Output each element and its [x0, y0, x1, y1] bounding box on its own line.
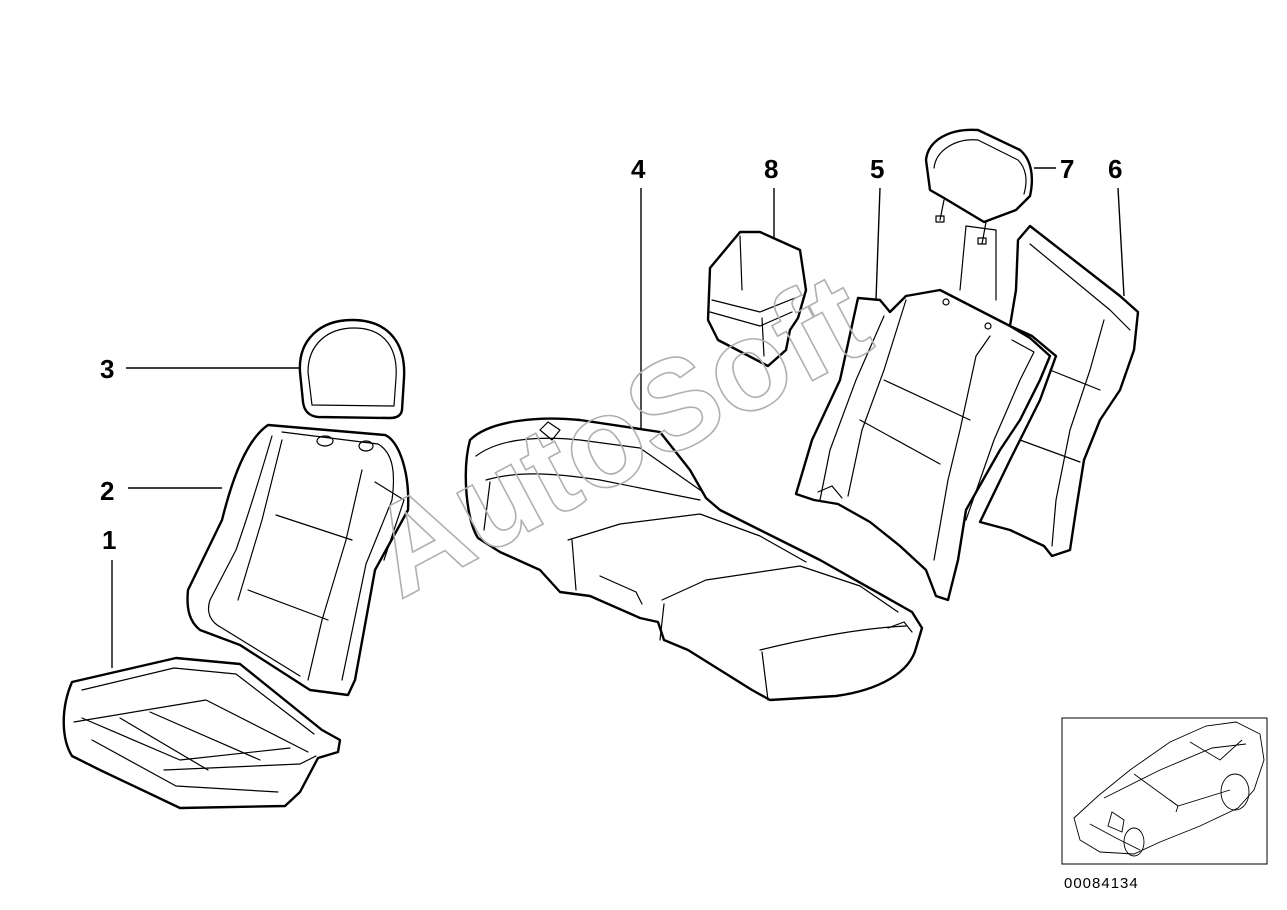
callout-6: 6 [1108, 154, 1122, 184]
leader-6 [1117, 187, 1125, 297]
vehicle-inset-frame [1061, 717, 1268, 865]
part-7-rear-headrest[interactable] [924, 128, 1034, 245]
callout-labels: 1 2 3 4 8 5 7 6 [100, 154, 1122, 555]
leader-lines [111, 167, 1125, 668]
part-3-front-headrest[interactable] [298, 318, 406, 420]
callout-2: 2 [100, 476, 114, 506]
callout-7: 7 [1060, 154, 1074, 184]
car-outline-icon [1073, 721, 1265, 857]
diagram-number: 00084134 [1064, 875, 1139, 892]
callout-8: 8 [764, 154, 778, 184]
callout-4: 4 [631, 154, 646, 184]
part-8-center-armrest[interactable] [706, 230, 808, 368]
callout-1: 1 [102, 525, 116, 555]
vehicle-inset [1061, 717, 1268, 865]
part-2-front-backrest[interactable] [186, 423, 410, 697]
callout-5: 5 [870, 154, 884, 184]
part-4-rear-cushion[interactable] [464, 417, 924, 702]
part-5-rear-backrest[interactable] [794, 288, 1052, 602]
part-1-front-cushion[interactable] [62, 656, 342, 810]
part-6-rear-backrest-right[interactable] [959, 224, 1140, 558]
leader-5 [875, 187, 881, 301]
callout-3: 3 [100, 354, 114, 384]
